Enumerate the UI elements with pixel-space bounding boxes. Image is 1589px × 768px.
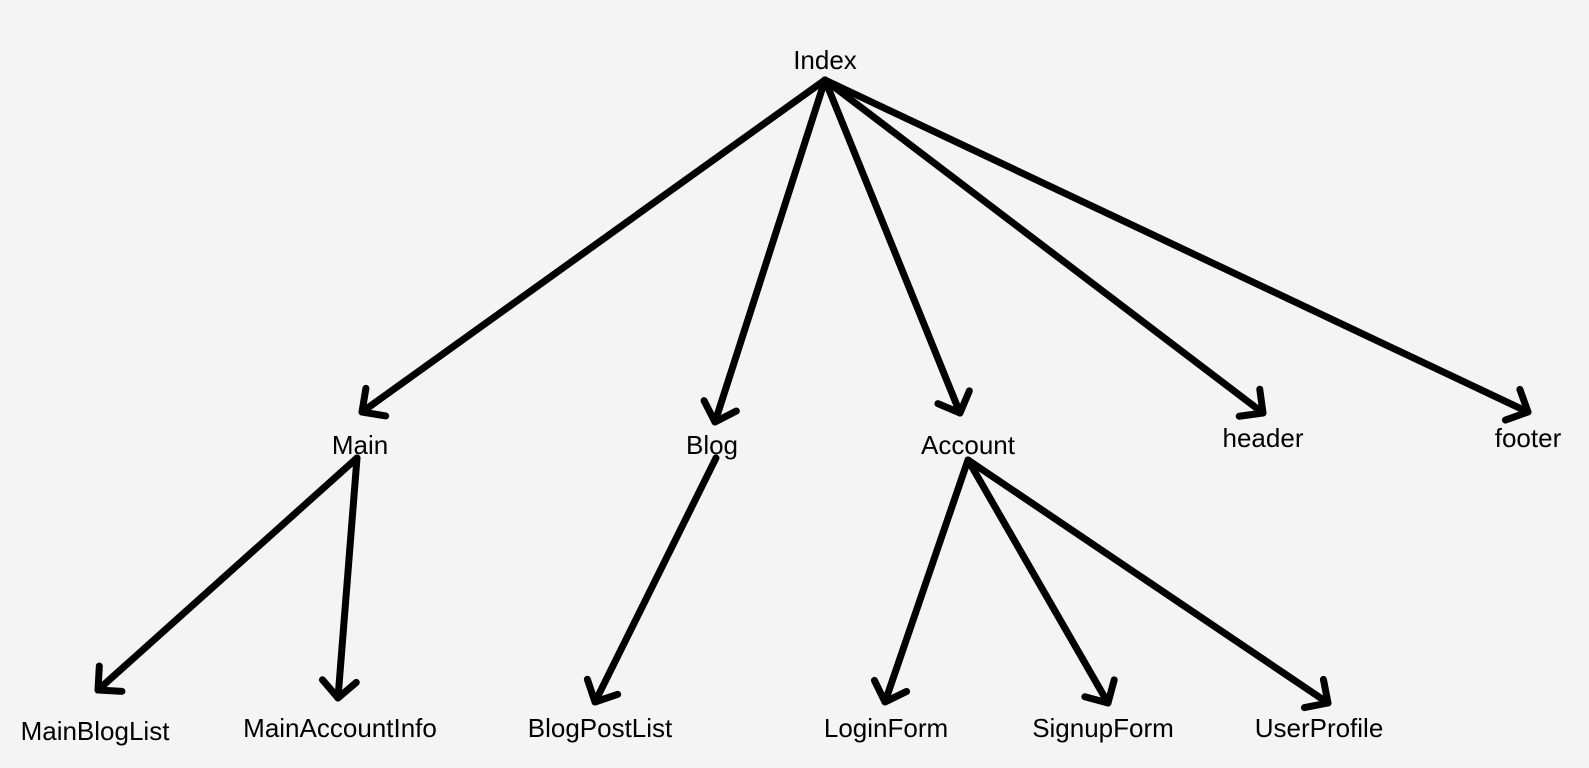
node-main: Main bbox=[331, 430, 389, 460]
edge-line bbox=[821, 76, 964, 417]
edge-line bbox=[94, 454, 361, 694]
arrowhead-icon bbox=[1081, 676, 1118, 707]
arrowhead-icon bbox=[1235, 385, 1267, 420]
edge-index-to-main bbox=[358, 76, 829, 420]
arrowhead-icon bbox=[583, 675, 622, 706]
edge-line bbox=[358, 76, 829, 416]
arrowhead-icon bbox=[358, 384, 390, 420]
arrowhead-icon bbox=[318, 676, 360, 702]
node-user-profile: UserProfile bbox=[1254, 713, 1384, 743]
arrowhead-icon bbox=[700, 397, 740, 426]
node-blog: Blog bbox=[685, 430, 739, 460]
edge-index-to-account bbox=[821, 76, 973, 417]
node-header: header bbox=[1222, 423, 1304, 453]
node-signup-form: SignupForm bbox=[1032, 713, 1174, 743]
edge-index-to-header bbox=[821, 76, 1267, 420]
edge-line bbox=[881, 456, 972, 706]
edge-account-to-signup-form bbox=[964, 456, 1118, 707]
node-login-form: LoginForm bbox=[823, 713, 949, 743]
arrowhead-icon bbox=[934, 387, 973, 417]
arrowhead-icon bbox=[1300, 675, 1332, 712]
edge-line bbox=[591, 454, 720, 706]
edge-main-to-main-blog-list bbox=[94, 454, 361, 695]
node-main-account-info: MainAccountInfo bbox=[243, 713, 437, 743]
edge-line bbox=[334, 454, 361, 702]
arrowhead-icon bbox=[94, 662, 126, 695]
edge-index-to-blog bbox=[700, 76, 829, 426]
edge-line bbox=[711, 76, 829, 426]
edge-main-to-main-account-info bbox=[318, 454, 361, 702]
edge-account-to-login-form bbox=[870, 456, 972, 706]
arrowhead-icon bbox=[870, 676, 911, 706]
node-blog-post-list: BlogPostList bbox=[527, 713, 673, 743]
edge-line bbox=[964, 456, 1112, 707]
edge-index-to-footer bbox=[821, 76, 1532, 424]
node-main-blog-list: MainBlogList bbox=[20, 716, 170, 746]
edge-line bbox=[821, 76, 1267, 417]
edge-line bbox=[964, 456, 1332, 707]
node-account: Account bbox=[921, 430, 1015, 460]
node-index: Index bbox=[793, 45, 857, 75]
edge-line bbox=[821, 76, 1532, 416]
node-footer: footer bbox=[1494, 423, 1562, 453]
edge-blog-to-blog-post-list bbox=[583, 454, 720, 706]
arrowhead-icon bbox=[1501, 385, 1532, 424]
edge-account-to-user-profile bbox=[964, 456, 1332, 712]
